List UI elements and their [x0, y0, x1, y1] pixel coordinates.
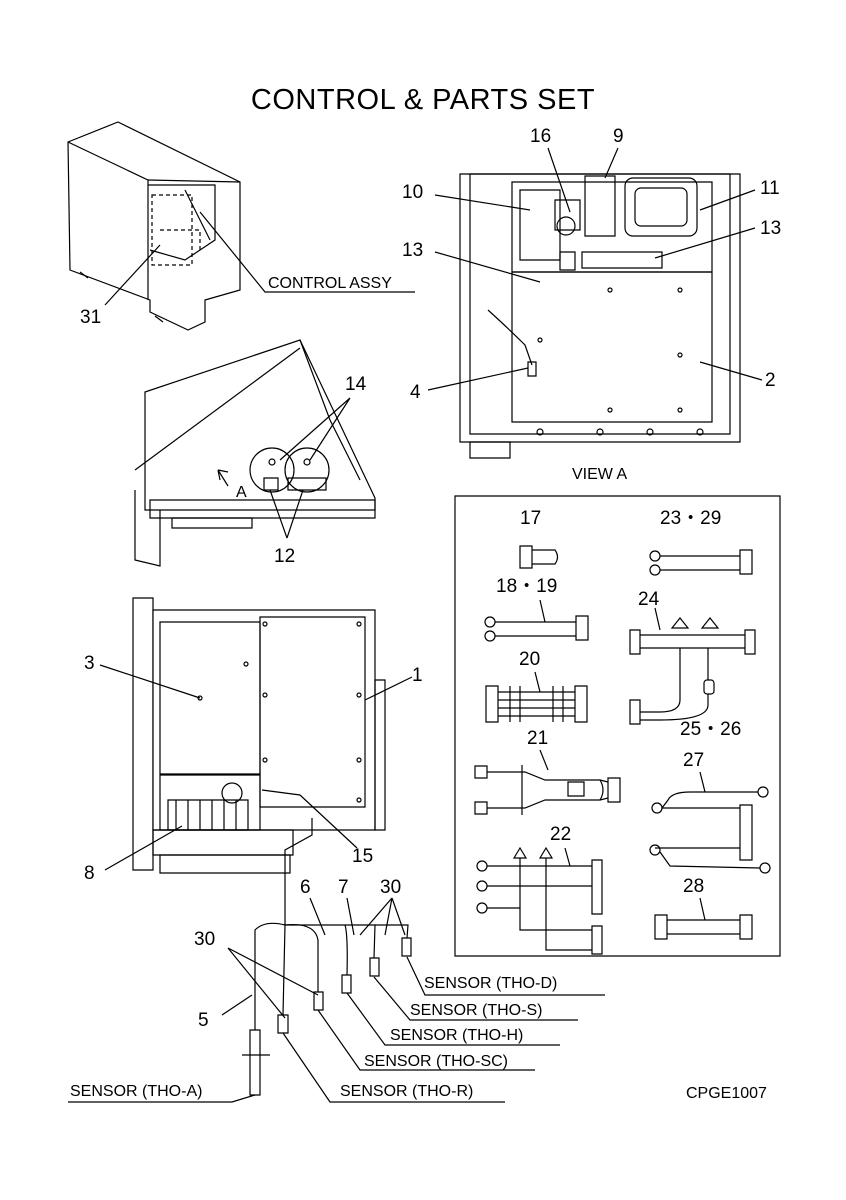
leader-30b [360, 898, 405, 935]
leader-3 [100, 665, 200, 698]
leader-1 [365, 677, 412, 700]
part-number-4: 4 [410, 382, 421, 403]
leader-11 [700, 190, 755, 210]
leader-tho-s [374, 977, 578, 1020]
part-number-22: 22 [550, 824, 572, 845]
part-24-25-26-drawing [630, 608, 755, 724]
leader-15 [262, 790, 357, 848]
leader-tho-d [407, 957, 605, 995]
leader-30a [228, 948, 318, 1018]
page-title: CONTROL & PARTS SET [250, 84, 596, 116]
part-number-30b: 30 [380, 877, 402, 898]
part-number-13b: 13 [760, 218, 782, 239]
leader-tho-r [283, 1033, 505, 1102]
part-number-16: 16 [530, 126, 552, 147]
part-number-31: 31 [80, 307, 102, 328]
part-number-20: 20 [519, 649, 541, 670]
leader-16 [548, 148, 570, 212]
part-23-29-drawing [650, 550, 752, 575]
part-28-drawing [655, 898, 752, 939]
leader-2 [700, 362, 762, 380]
part-27-drawing [650, 772, 770, 873]
part-number-13a: 13 [402, 240, 424, 261]
view-a-marker: A [236, 484, 247, 501]
part-number-1: 1 [412, 665, 423, 686]
part-number-27: 27 [683, 750, 705, 771]
part-21-drawing [475, 750, 620, 815]
leader-control-assy [200, 212, 415, 292]
part-number-5: 5 [198, 1010, 209, 1031]
leader-12 [270, 490, 303, 538]
view-a-caption: VIEW A [572, 466, 628, 483]
part-number-2: 2 [765, 370, 776, 391]
part-number-17: 17 [520, 508, 542, 529]
part-17-drawing [520, 546, 558, 568]
leader-7 [347, 898, 354, 935]
part-18-19-drawing [485, 600, 588, 641]
part-number-7: 7 [338, 877, 349, 898]
parts-box [455, 496, 780, 956]
leader-10 [435, 195, 530, 210]
sensor-tho-h-label: SENSOR (THO-H) [390, 1027, 524, 1044]
angled-control-box-drawing [135, 340, 375, 566]
leader-13a [435, 252, 540, 282]
part-22-drawing [477, 848, 602, 954]
part-number-10: 10 [402, 182, 424, 203]
part-number-30a: 30 [194, 929, 216, 950]
view-a-drawing [460, 174, 740, 458]
leader-9 [605, 148, 618, 178]
part-number-6: 6 [300, 877, 311, 898]
leader-8 [105, 826, 182, 870]
sensor-harness-drawing [242, 818, 411, 1095]
leader-13b [655, 228, 755, 258]
leader-tho-a [68, 1095, 255, 1102]
control-assy-label: CONTROL ASSY [268, 275, 392, 292]
sensor-tho-r-label: SENSOR (THO-R) [340, 1083, 474, 1100]
part-number-12: 12 [274, 546, 296, 567]
sensor-tho-d-label: SENSOR (THO-D) [424, 975, 558, 992]
leader-4 [428, 368, 528, 390]
part-number-3: 3 [84, 653, 95, 674]
control-box-front-drawing [133, 598, 385, 873]
part-number-18-19: 18・19 [496, 576, 558, 597]
part-number-21: 21 [527, 728, 549, 749]
leader-tho-sc [318, 1010, 535, 1070]
leader-14 [280, 398, 350, 460]
part-number-8: 8 [84, 863, 95, 884]
leader-5 [222, 995, 252, 1015]
leader-tho-h [347, 993, 560, 1045]
part-number-25-26: 25・26 [680, 719, 742, 740]
part-number-14: 14 [345, 374, 367, 395]
part-number-24: 24 [638, 589, 660, 610]
leader-6 [310, 898, 325, 935]
part-number-28: 28 [683, 876, 705, 897]
part-number-15: 15 [352, 846, 374, 867]
drawing-code: CPGE1007 [686, 1085, 767, 1102]
sensor-tho-s-label: SENSOR (THO-S) [410, 1002, 543, 1019]
leader-31 [105, 245, 160, 305]
part-20-drawing [486, 672, 587, 722]
sensor-tho-a-label: SENSOR (THO-A) [70, 1083, 203, 1100]
unit-outline-drawing [68, 122, 240, 330]
part-number-9: 9 [613, 126, 624, 147]
part-number-23-29: 23・29 [660, 508, 722, 529]
sensor-tho-sc-label: SENSOR (THO-SC) [364, 1053, 508, 1070]
part-number-11: 11 [760, 178, 780, 199]
